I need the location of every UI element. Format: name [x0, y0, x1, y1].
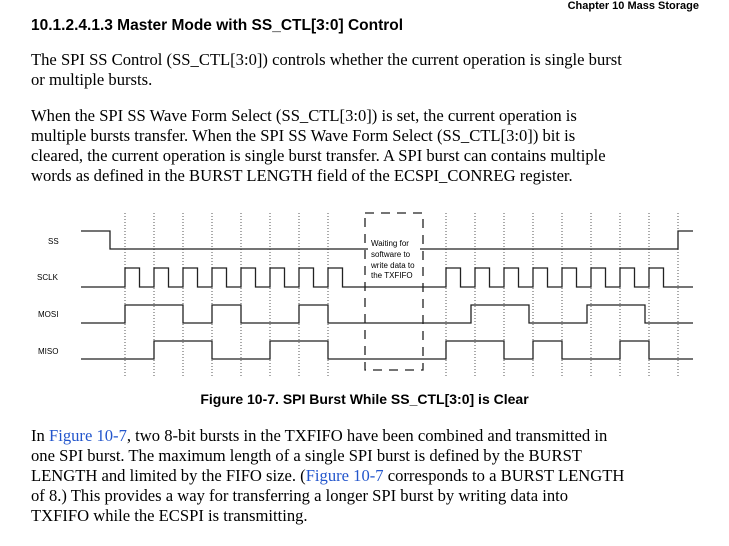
- figure-link[interactable]: Figure 10-7: [305, 466, 384, 485]
- signal-label-ss: SS: [48, 237, 59, 246]
- text: LENGTH and limited by the FIFO size. (: [31, 466, 306, 485]
- waiting-box: [364, 212, 424, 371]
- miso-waveform: [81, 340, 693, 360]
- text-line: of 8.) This provides a way for transferr…: [31, 486, 569, 505]
- text-line: When the SPI SS Wave Form Select (SS_CTL…: [31, 106, 577, 125]
- text-line: multiple bursts transfer. When the SPI S…: [31, 126, 576, 145]
- text: , two 8-bit bursts in the TXFIFO have be…: [126, 426, 608, 445]
- running-header: Chapter 10 Mass Storage: [567, 0, 699, 12]
- figure-caption: Figure 10-7. SPI Burst While SS_CTL[3:0]…: [200, 391, 529, 407]
- text-line: TXFIFO while the ECSPI is transmitting.: [31, 506, 308, 525]
- paragraph-figure-description: In Figure 10-7, two 8-bit bursts in the …: [31, 426, 624, 526]
- text-line: cleared, the current operation is single…: [31, 146, 606, 165]
- paragraph-wave-form: When the SPI SS Wave Form Select (SS_CTL…: [31, 106, 606, 186]
- note-line: Waiting for: [371, 239, 409, 248]
- text-line: words as defined in the BURST LENGTH fie…: [31, 166, 573, 185]
- paragraph-ss-control: The SPI SS Control (SS_CTL[3:0]) control…: [31, 50, 622, 90]
- mosi-waveform: [81, 304, 693, 324]
- grid-lines: [124, 213, 679, 377]
- text-line: The SPI SS Control (SS_CTL[3:0]) control…: [31, 50, 622, 69]
- note-line: the TXFIFO: [371, 271, 413, 280]
- signal-label-mosi: MOSI: [38, 310, 58, 319]
- signal-label-miso: MISO: [38, 347, 58, 356]
- signal-label-sclk: SCLK: [37, 273, 59, 282]
- text: corresponds to a BURST LENGTH: [383, 466, 625, 485]
- sclk-waveform: [81, 267, 693, 288]
- note-line: software to: [371, 250, 411, 259]
- figure-link[interactable]: Figure 10-7: [48, 426, 127, 445]
- text-line: one SPI burst. The maximum length of a s…: [31, 446, 582, 465]
- section-heading: 10.1.2.4.1.3 Master Mode with SS_CTL[3:0…: [31, 17, 404, 34]
- text: In: [31, 426, 49, 445]
- note-line: write data to: [370, 261, 415, 270]
- timing-diagram: SS SCLK MOSI MISO Waiting for software t…: [37, 212, 693, 377]
- text-line: or multiple bursts.: [31, 70, 153, 89]
